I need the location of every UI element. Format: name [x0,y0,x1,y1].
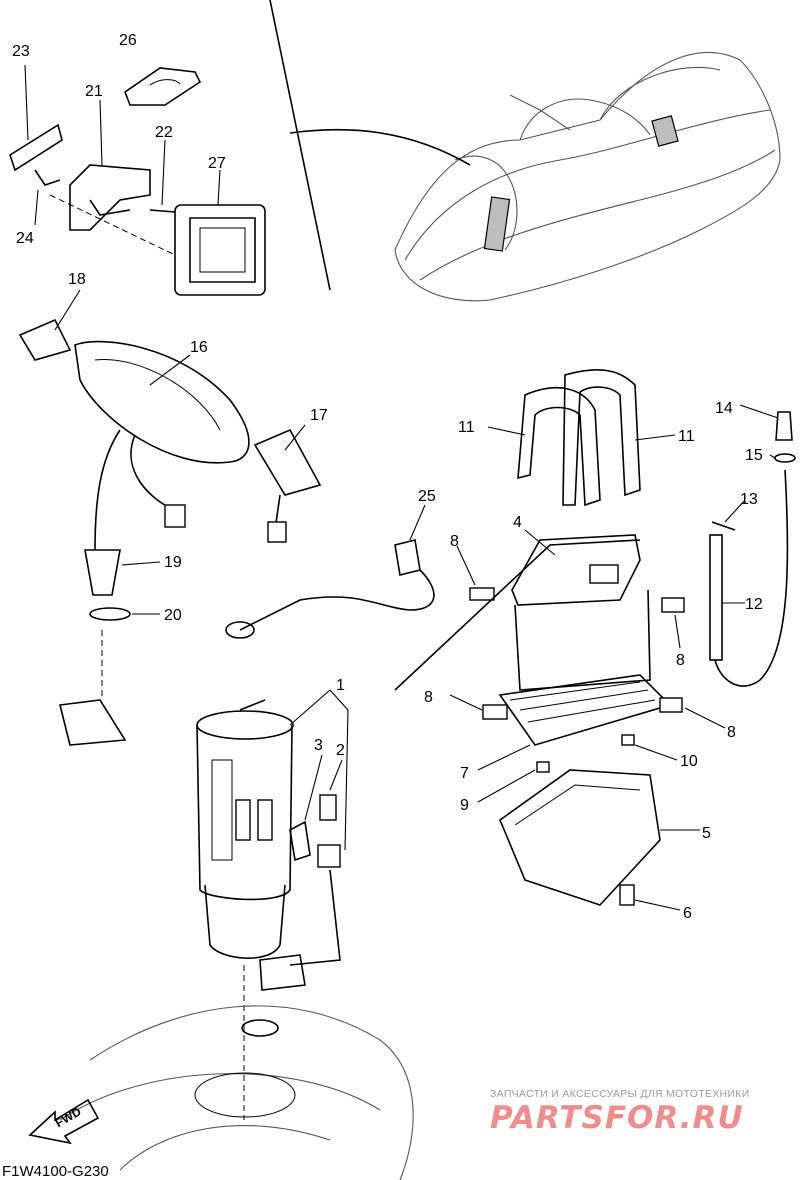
callout-label: 9 [460,797,469,814]
callout-label: 5 [702,825,711,842]
callout-label: 11 [458,419,475,436]
callout-label: 15 [745,447,763,464]
callout-label: 3 [314,737,323,754]
callout-label: 24 [16,230,34,247]
callout-label: 8 [450,533,459,550]
watermark-caption: ЗАПЧАСТИ И АКСЕССУАРЫ ДЛЯ МОТОТЕХНИКИ [490,1088,750,1100]
callout-label: 26 [119,32,137,49]
fwd-arrow: FWD [28,1098,100,1145]
callout-label: 21 [85,83,103,100]
battery-group [225,369,796,911]
callout-label: 4 [513,514,522,531]
callout-label: 12 [745,596,763,613]
callout-label: 8 [676,652,685,669]
callout-label: 20 [164,607,182,624]
watermark-brand: PARTSFOR.RU [490,1100,744,1136]
callout-label: 16 [190,339,208,356]
callout-label: 18 [68,271,86,288]
callout-label: 13 [740,491,758,508]
callout-label: 23 [12,43,30,60]
callout-label: 8 [424,689,433,706]
callout-label: 19 [164,554,182,571]
remote-receiver-group [9,64,266,296]
callout-label: 27 [208,155,226,172]
callout-label: 25 [418,488,436,505]
callout-label: 1 [336,677,345,694]
watermark: ЗАПЧАСТИ И АКСЕССУАРЫ ДЛЯ МОТОТЕХНИКИ PA… [490,1088,750,1136]
fuel-pump-group [59,689,414,1180]
callout-label: 17 [310,407,328,424]
callout-label: 22 [155,124,173,141]
callout-label: 14 [715,400,733,417]
callout-label: 6 [683,905,692,922]
watercraft-overview [269,0,781,302]
callout-label: 10 [680,753,698,770]
callout-label: 8 [727,724,736,741]
callout-label: 2 [336,742,345,759]
callout-label: 7 [460,765,469,782]
callout-labels: 1 2 3 4 5 6 7 8 8 8 8 9 10 11 11 12 13 1… [12,32,763,922]
callout-label: 11 [678,428,695,445]
meter-harness-group [18,289,322,746]
diagram-code: F1W4100-G230 [2,1163,109,1180]
